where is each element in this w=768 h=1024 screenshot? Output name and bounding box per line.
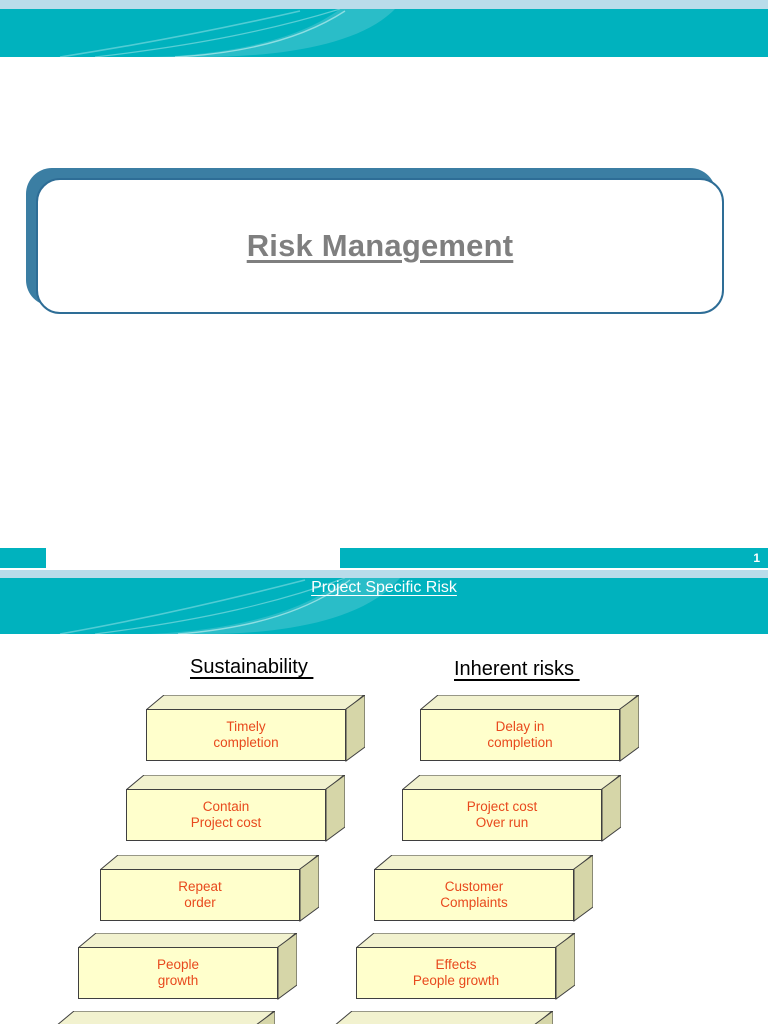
box-side-bevel — [555, 933, 575, 1000]
title-card: Risk Management — [26, 168, 728, 318]
risk-box[interactable]: Timely completion — [146, 695, 365, 762]
risk-box[interactable]: Delay in completion — [420, 695, 639, 762]
box-side-bevel — [277, 933, 297, 1000]
box-line-1: Contain — [202, 799, 250, 815]
box-line-1: Repeat — [178, 879, 222, 895]
box-line-2: completion — [213, 735, 279, 750]
box-top-bevel — [126, 775, 344, 790]
box-line-1: Customer — [444, 879, 504, 895]
column-heading-inherent-risks: Inherent risks — [454, 658, 580, 680]
box-line-2: completion — [487, 735, 553, 750]
box-top-bevel — [420, 695, 638, 710]
slide-project-specific-risk: Project Specific Risk Sustainability Inh… — [0, 570, 768, 1024]
slide2-header-banner — [0, 578, 768, 634]
box-top-bevel — [374, 855, 592, 870]
slide2-top-accent-strip — [0, 570, 768, 578]
box-side-bevel — [255, 1011, 275, 1024]
box-line-2: order — [184, 895, 216, 910]
box-face: Project cost Over run — [402, 789, 602, 841]
box-face: Contain Project cost — [126, 789, 326, 841]
box-line-1: Effects — [435, 957, 477, 973]
slide1-header-banner — [0, 9, 768, 57]
column-heading-sustainability: Sustainability — [190, 656, 314, 678]
box-side-bevel — [619, 695, 639, 762]
risk-box[interactable]: Repeat order — [100, 855, 319, 922]
box-line-1: Project cost — [466, 799, 538, 815]
slide-risk-management: Risk Management 1 — [0, 0, 768, 570]
box-line-1: Timely — [226, 719, 266, 735]
box-top-bevel — [402, 775, 620, 790]
risk-box[interactable]: Project cost Over run — [402, 775, 621, 842]
box-line-2: growth — [157, 973, 199, 988]
box-side-bevel — [533, 1011, 553, 1024]
box-line-1: Delay in — [495, 719, 545, 735]
box-side-bevel — [573, 855, 593, 922]
box-line-2: People growth — [412, 973, 500, 988]
risk-box[interactable]: People growth — [78, 933, 297, 1000]
risk-box[interactable]: Effects People growth — [356, 933, 575, 1000]
risk-box[interactable]: Contain Project cost — [126, 775, 345, 842]
box-top-bevel — [56, 1011, 274, 1024]
box-line-2: Over run — [475, 815, 529, 830]
box-side-bevel — [325, 775, 345, 842]
box-top-bevel — [146, 695, 364, 710]
box-line-1: People — [156, 957, 200, 973]
slide1-footer-right-block: 1 — [340, 548, 768, 568]
box-top-bevel — [334, 1011, 552, 1024]
slide1-footer-left-block — [0, 548, 46, 568]
box-side-bevel — [299, 855, 319, 922]
banner-swoosh-decoration — [0, 9, 768, 57]
box-face: Effects People growth — [356, 947, 556, 999]
risk-box[interactable]: Customer Complaints — [374, 855, 593, 922]
box-face: Timely completion — [146, 709, 346, 761]
title-card-body: Risk Management — [36, 178, 724, 314]
box-face: People growth — [78, 947, 278, 999]
risk-box[interactable] — [56, 1011, 275, 1024]
box-face: Customer Complaints — [374, 869, 574, 921]
box-face: Repeat order — [100, 869, 300, 921]
box-top-bevel — [356, 933, 574, 948]
box-line-2: Complaints — [440, 895, 508, 910]
box-top-bevel — [78, 933, 296, 948]
box-line-2: Project cost — [190, 815, 262, 830]
slide2-title: Project Specific Risk — [311, 579, 457, 596]
box-top-bevel — [100, 855, 318, 870]
box-face: Delay in completion — [420, 709, 620, 761]
page-title: Risk Management — [246, 228, 514, 263]
risk-box[interactable] — [334, 1011, 553, 1024]
slide1-top-accent-strip — [0, 0, 768, 9]
box-side-bevel — [345, 695, 365, 762]
box-side-bevel — [601, 775, 621, 842]
slide-page-number: 1 — [753, 551, 760, 565]
